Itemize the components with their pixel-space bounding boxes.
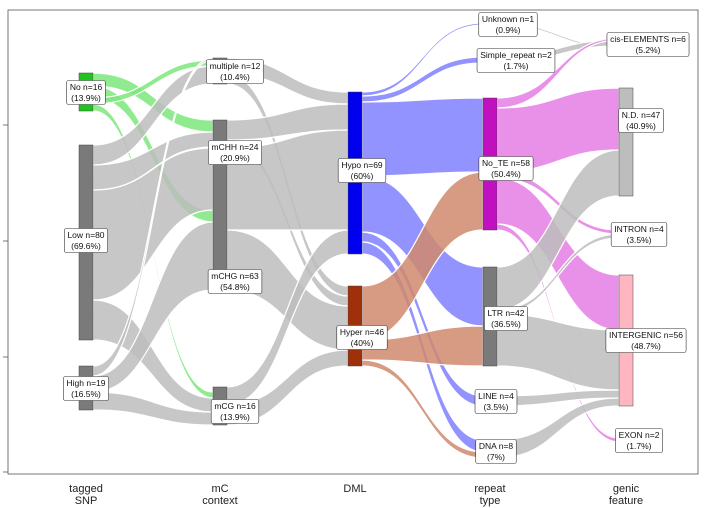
label-note-name: No_TE n=58 xyxy=(482,158,530,168)
label-hyper: Hyper n=46(40%) xyxy=(336,325,388,350)
label-low-box xyxy=(64,228,108,253)
label-exon: EXON n=2(1.7%) xyxy=(615,428,663,453)
label-intergenic-box xyxy=(605,328,687,353)
label-unknown-pct: (0.9%) xyxy=(495,25,520,35)
label-unknown-name: Unknown n=1 xyxy=(482,14,534,24)
label-exon-name: EXON n=2 xyxy=(619,430,660,440)
label-no-pct: (13.9%) xyxy=(71,93,101,103)
axis-label-mc-context-2: context xyxy=(202,495,237,507)
label-high: High n=19(16.5%) xyxy=(63,376,109,401)
label-high-box xyxy=(63,376,109,401)
label-intron-pct: (3.5%) xyxy=(626,235,651,245)
label-nd-box xyxy=(618,108,664,133)
label-unknown-box xyxy=(478,12,538,37)
axis-label-genic-feature-1: genic xyxy=(613,483,640,495)
label-mchh-box xyxy=(208,140,262,165)
label-low: Low n=80(69.6%) xyxy=(64,228,108,253)
label-mchg-name: mCHG n=63 xyxy=(211,271,259,281)
label-multiple-pct: (10.4%) xyxy=(220,72,250,82)
label-low-name: Low n=80 xyxy=(67,230,104,240)
label-ltr-box xyxy=(484,306,528,331)
label-mchh: mCHH n=24(20.9%) xyxy=(208,140,262,165)
label-dna-box xyxy=(475,439,517,464)
label-note: No_TE n=58(50.4%) xyxy=(478,156,534,181)
label-intron-name: INTRON n=4 xyxy=(614,224,664,234)
axis-label-repeat-type-2: type xyxy=(480,495,501,507)
label-mcg-name: mCG n=16 xyxy=(214,401,256,411)
label-simple-name: Simple_repeat n=2 xyxy=(480,50,552,60)
label-intergenic: INTERGENIC n=56(48.7%) xyxy=(605,328,687,353)
label-note-pct: (50.4%) xyxy=(491,169,521,179)
label-intergenic-pct: (48.7%) xyxy=(631,341,661,351)
label-exon-box xyxy=(615,428,663,453)
label-ltr-pct: (36.5%) xyxy=(491,319,521,329)
label-mcg-pct: (13.9%) xyxy=(220,412,250,422)
label-line-box xyxy=(474,389,518,414)
label-low-pct: (69.6%) xyxy=(71,241,101,251)
label-line-name: LINE n=4 xyxy=(478,391,514,401)
label-cis-pct: (5.2%) xyxy=(635,45,660,55)
label-intergenic-name: INTERGENIC n=56 xyxy=(609,330,683,340)
label-no-box xyxy=(66,80,106,105)
label-hyper-name: Hyper n=46 xyxy=(340,327,384,337)
label-mchg-box xyxy=(207,269,263,294)
label-hypo: Hypo n=69(60%) xyxy=(337,158,387,183)
axis-label-repeat-type-1: repeat xyxy=(474,483,505,495)
label-simple-box xyxy=(476,48,556,73)
label-line: LINE n=4(3.5%) xyxy=(474,389,518,414)
label-mchg-pct: (54.8%) xyxy=(220,282,250,292)
label-cis-name: cis-ELEMENTS n=6 xyxy=(610,34,686,44)
axis-label-tagged-snp-2: SNP xyxy=(75,495,98,507)
label-dna: DNA n=8(7%) xyxy=(475,439,517,464)
label-nd-name: N.D. n=47 xyxy=(622,110,661,120)
label-intron: INTRON n=4(3.5%) xyxy=(610,222,668,247)
label-simple: Simple_repeat n=2(1.7%) xyxy=(476,48,556,73)
label-multiple-name: multiple n=12 xyxy=(210,61,261,71)
axis-label-tagged-snp-1: tagged xyxy=(69,483,103,495)
label-mchg: mCHG n=63(54.8%) xyxy=(207,269,263,294)
label-mcg: mCG n=16(13.9%) xyxy=(210,399,260,424)
label-simple-pct: (1.7%) xyxy=(503,61,528,71)
label-mcg-box xyxy=(210,399,260,424)
label-nd: N.D. n=47(40.9%) xyxy=(618,108,664,133)
label-dna-pct: (7%) xyxy=(487,452,505,462)
label-intron-box xyxy=(610,222,668,247)
label-cis: cis-ELEMENTS n=6(5.2%) xyxy=(606,32,690,57)
label-note-box xyxy=(478,156,534,181)
bar-nd xyxy=(618,87,634,197)
label-ltr: LTR n=42(36.5%) xyxy=(484,306,528,331)
axis-label-mc-context-1: mC xyxy=(211,483,228,495)
label-line-pct: (3.5%) xyxy=(483,402,508,412)
label-mchh-name: mCHH n=24 xyxy=(211,142,258,152)
label-cis-box xyxy=(606,32,690,57)
label-ltr-name: LTR n=42 xyxy=(488,308,525,318)
label-mchh-pct: (20.9%) xyxy=(220,153,250,163)
node-labels: No n=16(13.9%)Low n=80(69.6%)High n=19(1… xyxy=(63,12,690,464)
label-no-name: No n=16 xyxy=(70,82,103,92)
label-multiple-box xyxy=(206,59,264,84)
bar-mchg xyxy=(212,147,228,291)
label-no: No n=16(13.9%) xyxy=(66,80,106,105)
label-hyper-pct: (40%) xyxy=(351,338,374,348)
label-hypo-pct: (60%) xyxy=(351,171,374,181)
label-hypo-box xyxy=(337,158,387,183)
label-hypo-name: Hypo n=69 xyxy=(341,160,383,170)
label-dna-name: DNA n=8 xyxy=(479,441,514,451)
label-high-pct: (16.5%) xyxy=(71,389,101,399)
label-exon-pct: (1.7%) xyxy=(626,441,651,451)
label-nd-pct: (40.9%) xyxy=(626,121,656,131)
label-high-name: High n=19 xyxy=(67,378,106,388)
label-hyper-box xyxy=(336,325,388,350)
label-unknown: Unknown n=1(0.9%) xyxy=(478,12,538,37)
axis-label-genic-feature-2: feature xyxy=(609,495,643,507)
axis-label-dml: DML xyxy=(343,483,366,495)
label-multiple: multiple n=12(10.4%) xyxy=(206,59,264,84)
